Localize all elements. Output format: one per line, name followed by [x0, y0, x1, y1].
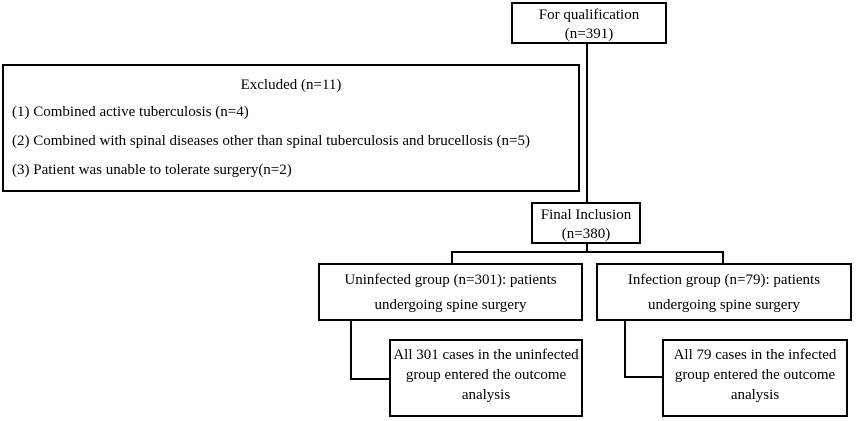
qualification-label: For qualification: [538, 7, 640, 23]
uninfected-group-description: undergoing spine surgery: [374, 297, 527, 313]
connector-qualification-to-final: [586, 44, 588, 202]
uninfected-outcome-box: All 301 cases in the uninfected group en…: [389, 339, 583, 417]
excluded-box: Excluded (n=11) (1) Combined active tube…: [2, 64, 580, 192]
uninfected-group-title: Uninfected group (n=301): patients: [344, 272, 557, 288]
excluded-title: Excluded (n=11): [240, 77, 342, 93]
excluded-item-1: (1) Combined active tuberculosis (n=4): [12, 104, 249, 120]
connector-split-right-drop: [722, 251, 724, 263]
uninfected-outcome-line-1: All 301 cases in the uninfected: [393, 347, 579, 363]
uninfected-outcome-line-2: group entered the outcome: [405, 367, 567, 383]
infection-outcome-line-3: analysis: [730, 387, 780, 403]
qualification-count: (n=391): [564, 26, 614, 42]
connector-infection-horizontal: [624, 376, 662, 378]
final-inclusion-box: Final Inclusion (n=380): [531, 202, 641, 244]
excluded-item-2: (2) Combined with spinal diseases other …: [12, 133, 530, 149]
infection-outcome-box: All 79 cases in the infected group enter…: [662, 339, 848, 417]
uninfected-group-box: Uninfected group (n=301): patients under…: [318, 263, 583, 321]
infection-group-description: undergoing spine surgery: [648, 297, 800, 313]
infection-group-title: Infection group (n=79): patients: [627, 272, 821, 288]
excluded-item-3: (3) Patient was unable to tolerate surge…: [12, 162, 292, 178]
infection-group-box: Infection group (n=79): patients undergo…: [596, 263, 852, 321]
connector-infection-vertical: [624, 321, 626, 378]
connector-split-left-drop: [451, 251, 453, 263]
final-inclusion-label: Final Inclusion: [540, 207, 632, 223]
final-inclusion-count: (n=380): [561, 226, 611, 242]
qualification-box: For qualification (n=391): [511, 2, 667, 44]
connector-final-down: [586, 244, 588, 252]
uninfected-outcome-line-3: analysis: [461, 387, 511, 403]
infection-outcome-line-1: All 79 cases in the infected: [673, 347, 837, 363]
connector-uninfected-horizontal: [350, 378, 389, 380]
connector-split-horizontal: [451, 251, 724, 253]
infection-outcome-line-2: group entered the outcome: [674, 367, 836, 383]
connector-uninfected-vertical: [350, 321, 352, 380]
